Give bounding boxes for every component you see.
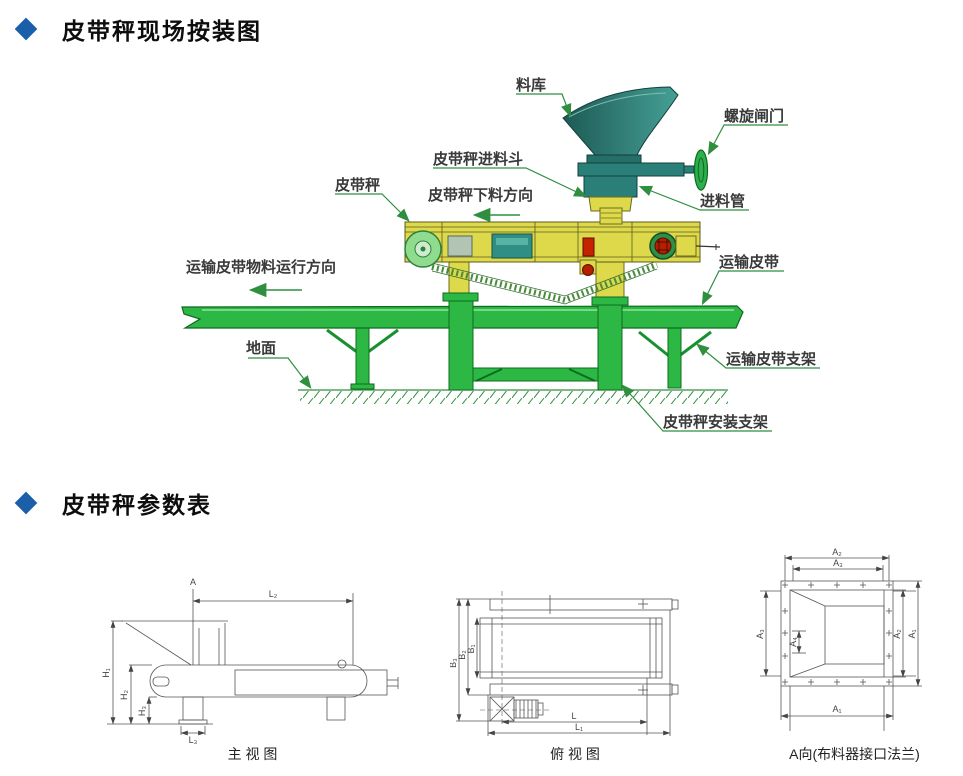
transport-belt-legs <box>326 327 712 390</box>
feed-hopper-leader <box>433 167 588 198</box>
side-rail-bottom <box>489 683 673 696</box>
ground-label: 地面 <box>246 339 276 357</box>
silo-funnel <box>562 86 679 156</box>
dim-label-a4: A₄ <box>788 637 798 647</box>
drive-pulley <box>649 232 677 260</box>
spiral-gate-label: 螺旋闸门 <box>724 107 784 125</box>
installation-section-header: 皮带秤现场按装图 <box>10 12 262 46</box>
scale-mount-frame <box>452 367 619 382</box>
feed-pipe-graphic <box>583 175 638 198</box>
tension-knob <box>582 264 594 276</box>
dim-label-a3-top: A₃ <box>833 558 843 568</box>
belt-scale-leader <box>335 193 410 222</box>
dim-label-a2-right: A₂ <box>892 629 902 639</box>
top-view-caption: 俯 视 图 <box>550 746 600 762</box>
dim-label-l: L <box>571 711 576 721</box>
front-view-caption: 主 视 图 <box>227 746 278 762</box>
spiral-gate-leader <box>707 124 788 156</box>
dim-label-b2: B₂ <box>457 650 467 660</box>
flange-outer <box>780 580 894 687</box>
diamond-bullet-icon <box>14 491 38 515</box>
diagram-labels: 料库 螺旋闸门 皮带秤进料斗 皮带秤 皮带秤下料方向 进料管 运输皮带物料运行方… <box>186 76 820 432</box>
silo-leader <box>516 93 572 118</box>
parameters-section-header: 皮带秤参数表 <box>10 486 212 520</box>
scale-mount-support-leader <box>621 384 772 432</box>
scale-mount-support-label: 皮带秤安装支架 <box>663 413 768 431</box>
return-belt <box>431 260 659 305</box>
front-left-leg <box>182 696 204 721</box>
dim-label-l2: L₂ <box>269 589 278 599</box>
belt-frame <box>479 617 663 679</box>
transport-belt-support-leader <box>696 343 820 369</box>
dim-label-h1: H₁ <box>101 668 111 678</box>
transport-belt-support-label: 运输皮带支架 <box>726 350 816 368</box>
diamond-bullet-icon <box>14 17 38 41</box>
dim-label-h3: H₃ <box>137 706 147 716</box>
belt-scale-body <box>404 221 721 276</box>
front-right-leg <box>326 696 346 721</box>
front-view-drawing: A L₂ H₁ H₂ H₃ L₃ <box>101 577 399 745</box>
dim-label-a1-bottom: A₁ <box>832 704 841 714</box>
scale-support-columns <box>442 261 629 391</box>
a-view-drawing: A₂ A₃ A₃ A₄ A₂ A₁ A₁ <box>755 547 922 731</box>
material-direction-label: 运输皮带物料运行方向 <box>186 258 336 276</box>
transport-belt-leader <box>701 270 784 306</box>
ground-leader <box>248 357 312 389</box>
motor <box>489 696 544 722</box>
feed-pipe-leader <box>638 185 749 211</box>
transport-belt-label: 运输皮带 <box>719 253 779 271</box>
side-rail-top <box>489 598 673 611</box>
belt-outline <box>149 664 368 698</box>
discharge-direction-label: 皮带秤下料方向 <box>428 186 533 204</box>
silo-label: 料库 <box>516 76 546 94</box>
roller-gray <box>447 235 473 257</box>
installation-diagram: 料库 螺旋闸门 皮带秤进料斗 皮带秤 皮带秤下料方向 进料管 运输皮带物料运行方… <box>181 76 820 432</box>
dim-label-l3: L₃ <box>189 735 198 745</box>
a-view-caption: A向(布料器接口法兰) <box>789 746 920 762</box>
belt-scale-label: 皮带秤 <box>335 176 380 194</box>
spiral-gate-handwheel <box>693 149 709 191</box>
dim-label-a2-top: A₂ <box>832 547 842 557</box>
dim-label-b3: B₃ <box>450 658 458 668</box>
top-view-drawing: B₃ B₂ B₁ L L₁ <box>450 591 679 736</box>
weigh-frame <box>234 669 388 696</box>
duct-opening <box>824 605 885 665</box>
feed-pipe-label: 进料管 <box>700 192 745 210</box>
ground-hatching <box>298 389 728 404</box>
dim-label-a: A <box>190 577 196 587</box>
dim-label-l1: L₁ <box>575 722 583 732</box>
bolt-holes <box>782 582 892 685</box>
parameters-title: 皮带秤参数表 <box>62 492 212 518</box>
dim-label-b1: B₁ <box>466 644 476 653</box>
installation-title: 皮带秤现场按装图 <box>62 18 262 44</box>
roller-teal <box>491 233 533 259</box>
feed-assembly <box>562 86 709 225</box>
dim-label-a3-left: A₃ <box>755 629 765 639</box>
feed-hopper-label: 皮带秤进料斗 <box>433 150 523 168</box>
gate-body <box>577 162 685 177</box>
sensor-box <box>582 237 595 257</box>
dim-label-h2: H₂ <box>119 690 129 700</box>
dim-label-a1-right: A₁ <box>907 629 917 638</box>
